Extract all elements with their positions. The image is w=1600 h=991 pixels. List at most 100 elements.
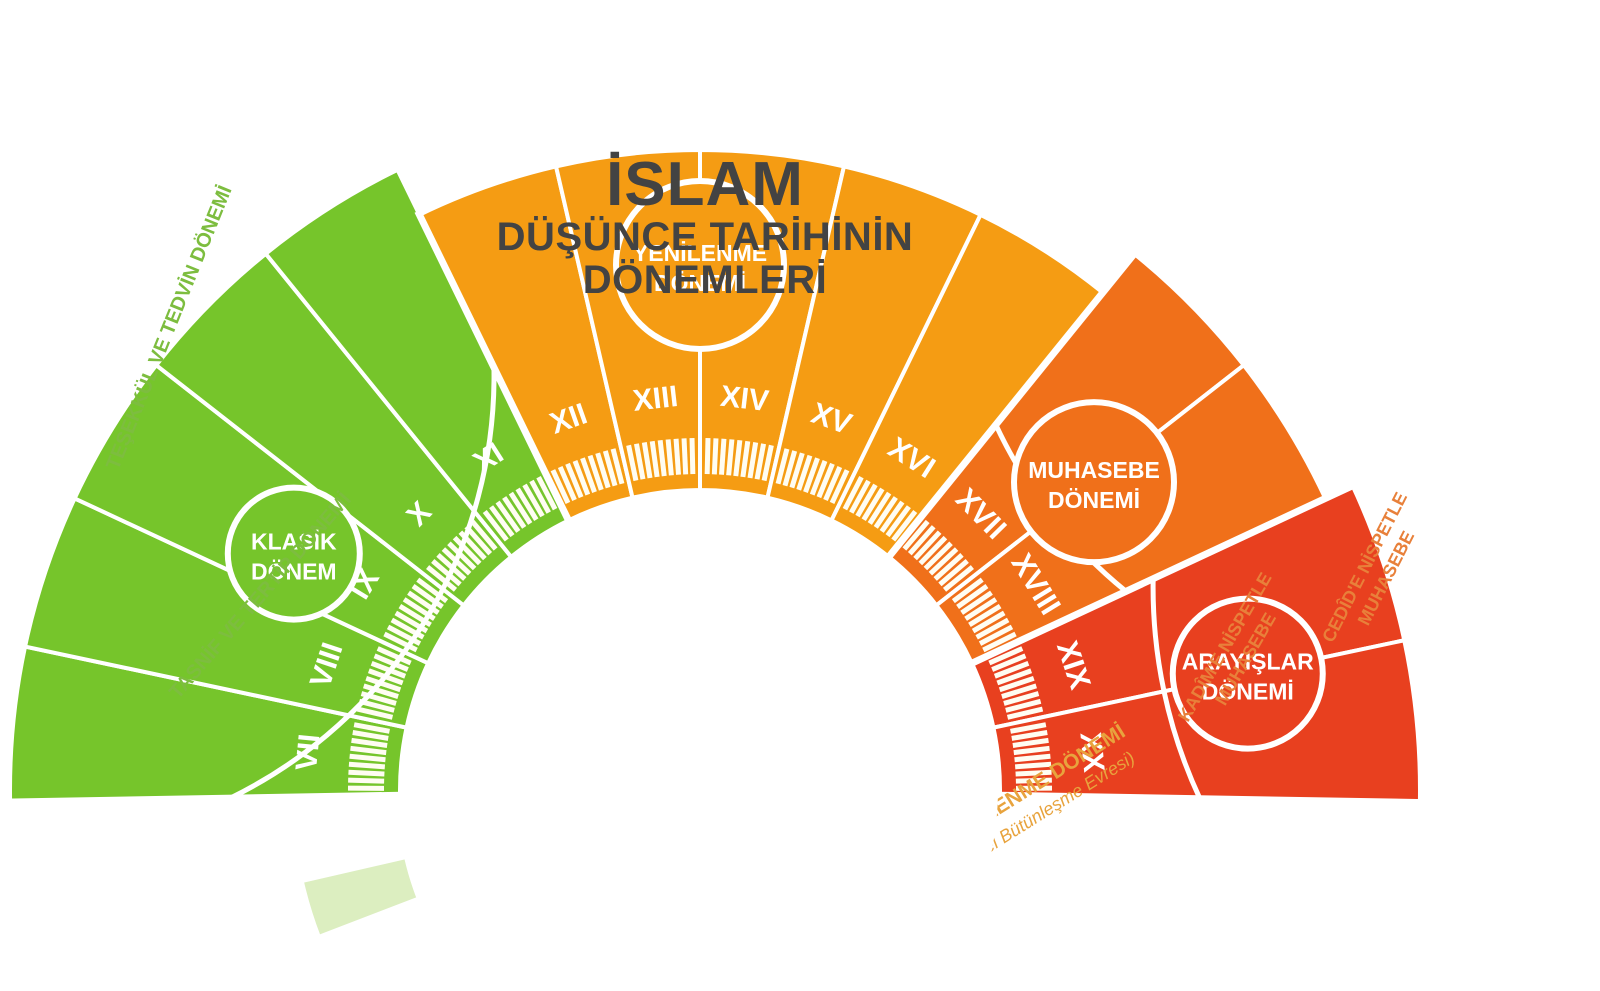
tick-mark bbox=[928, 547, 959, 576]
hub-label-line1: ARAYIŞLAR bbox=[1182, 649, 1314, 675]
tick-mark bbox=[464, 525, 493, 556]
tick-mark bbox=[1015, 777, 1052, 784]
tick-mark bbox=[522, 483, 545, 518]
tick-mark bbox=[595, 452, 611, 489]
century-sector-XI[interactable] bbox=[262, 167, 572, 560]
tick-mark bbox=[907, 525, 936, 556]
tick-mark bbox=[726, 439, 735, 476]
tick-mark bbox=[873, 496, 898, 529]
era-divider bbox=[414, 209, 573, 524]
century-sector-XV[interactable] bbox=[765, 164, 984, 524]
tick-mark bbox=[515, 487, 539, 521]
tick-mark bbox=[657, 439, 667, 477]
tick-mark bbox=[1015, 769, 1052, 777]
tick-mark bbox=[348, 777, 385, 784]
hub-label-line2: DÖNEMİ bbox=[1048, 487, 1140, 513]
tick-mark bbox=[975, 617, 1010, 640]
tick-mark bbox=[740, 440, 751, 478]
tick-mark bbox=[1010, 722, 1047, 734]
century-sector-X[interactable] bbox=[153, 250, 515, 609]
tick-mark bbox=[1011, 730, 1048, 741]
tick-mark bbox=[803, 457, 820, 493]
tick-mark bbox=[829, 469, 850, 504]
tick-mark bbox=[602, 450, 618, 487]
era-divider bbox=[6, 791, 403, 806]
tick-mark bbox=[968, 603, 1002, 628]
tick-mark bbox=[1005, 698, 1042, 713]
tick-mark bbox=[711, 438, 719, 475]
hub-arayislar[interactable]: ARAYIŞLAR DÖNEMİ bbox=[1169, 595, 1326, 752]
hub-label-line1: MUHASEBE bbox=[1028, 457, 1160, 483]
century-sector-XVI[interactable] bbox=[828, 212, 1106, 560]
sub-arc bbox=[1150, 578, 1203, 800]
tick-mark bbox=[349, 753, 386, 763]
century-sector-VIII[interactable] bbox=[22, 495, 431, 730]
tick-mark bbox=[823, 465, 843, 501]
tick-mark bbox=[861, 487, 885, 521]
tick-mark bbox=[363, 683, 399, 699]
tick-mark bbox=[942, 565, 974, 592]
tick-mark bbox=[849, 479, 871, 514]
tick-mark bbox=[1014, 761, 1052, 770]
tick-mark bbox=[733, 439, 743, 477]
tick-mark bbox=[775, 448, 790, 485]
tick-mark bbox=[348, 761, 386, 770]
hub-circle bbox=[224, 484, 363, 623]
tick-mark bbox=[879, 500, 905, 533]
hub-label-line1: KLASİK bbox=[251, 529, 337, 555]
hub-klasik[interactable]: KLASİK DÖNEM bbox=[224, 484, 363, 623]
tick-mark bbox=[1006, 706, 1044, 720]
tick-mark bbox=[470, 519, 498, 551]
era-divider bbox=[968, 480, 1358, 668]
tick-mark bbox=[529, 479, 551, 514]
hub-circle bbox=[613, 178, 787, 352]
tick-mark bbox=[350, 745, 387, 756]
tick-mark bbox=[789, 452, 805, 489]
tick-mark bbox=[565, 462, 584, 499]
tick-mark bbox=[610, 448, 625, 485]
sub-arc bbox=[228, 367, 497, 801]
hub-circle bbox=[1169, 595, 1326, 752]
tick-mark bbox=[557, 465, 577, 501]
tick-mark bbox=[665, 439, 674, 476]
era-divider bbox=[997, 791, 1424, 807]
hub-muhasebe[interactable]: MUHASEBE DÖNEMİ bbox=[1011, 399, 1178, 566]
tick-mark bbox=[587, 454, 604, 491]
tick-mark bbox=[1012, 737, 1049, 748]
era-dividers bbox=[6, 209, 1424, 807]
tick-marks bbox=[347, 438, 1053, 791]
hub-label-line2: DÖNEM bbox=[251, 559, 337, 585]
inner-hole-mask bbox=[402, 492, 998, 991]
tick-mark bbox=[885, 505, 911, 538]
tick-mark bbox=[689, 438, 696, 475]
tick-mark bbox=[971, 610, 1006, 634]
tick-mark bbox=[933, 553, 964, 581]
century-numeral-XX: XX bbox=[1073, 731, 1110, 774]
tick-mark bbox=[365, 675, 402, 693]
tick-mark bbox=[938, 559, 969, 587]
tick-mark bbox=[580, 457, 597, 493]
tick-mark bbox=[641, 442, 653, 479]
tick-mark bbox=[673, 438, 682, 475]
tick-mark bbox=[960, 590, 993, 615]
tick-mark bbox=[348, 769, 385, 777]
tick-mark bbox=[649, 440, 660, 478]
tick-mark bbox=[358, 698, 395, 713]
hub-label-line2: DÖNEMİ bbox=[654, 270, 746, 296]
tick-mark bbox=[495, 500, 521, 533]
hub-label-line2: DÖNEMİ bbox=[1202, 679, 1294, 705]
tick-mark bbox=[988, 646, 1024, 666]
tick-mark bbox=[383, 631, 418, 653]
tick-mark bbox=[489, 505, 515, 538]
tick-mark bbox=[891, 509, 918, 542]
tick-mark bbox=[747, 442, 759, 479]
tick-mark bbox=[996, 668, 1033, 686]
tick-mark bbox=[681, 438, 689, 475]
tick-mark bbox=[902, 519, 930, 551]
tick-mark bbox=[482, 509, 509, 542]
tick-mark bbox=[351, 737, 388, 748]
tick-mark bbox=[626, 444, 639, 482]
